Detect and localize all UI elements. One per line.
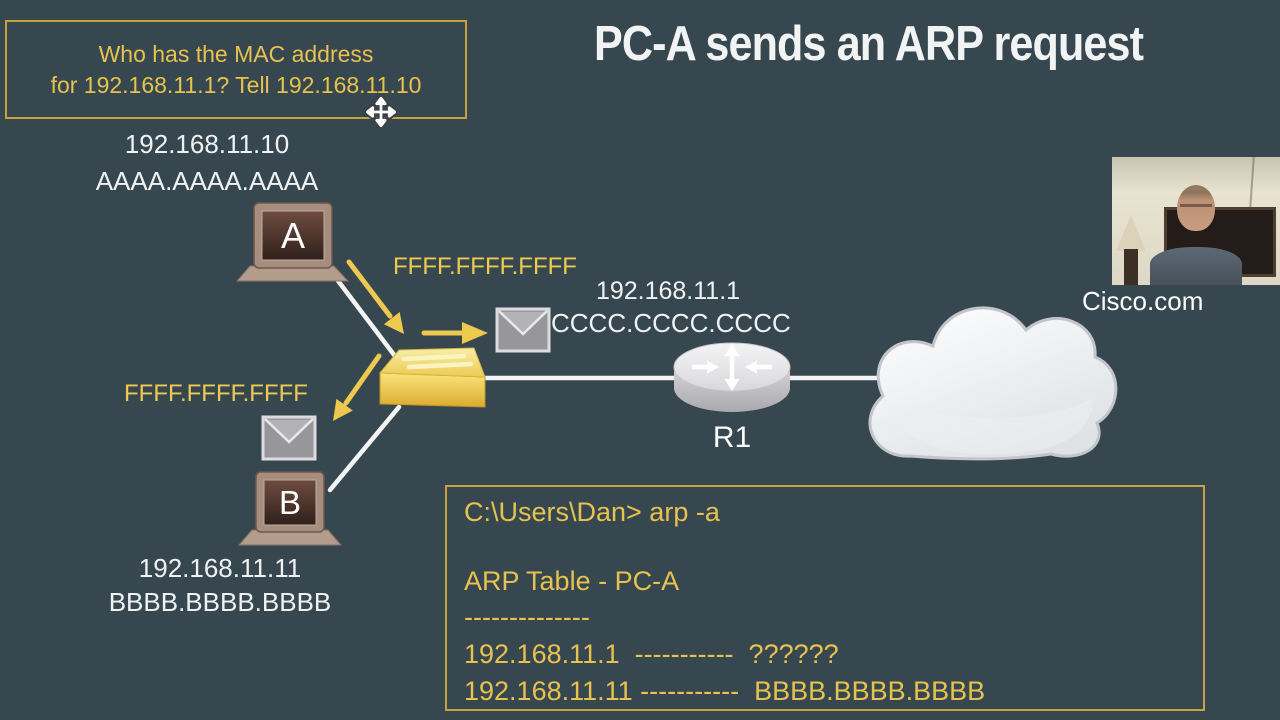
terminal-divider: -------------- xyxy=(464,602,590,632)
presenter-glasses xyxy=(1180,204,1212,214)
router-ip: 192.168.11.1 xyxy=(595,277,741,305)
terminal-row-1: 192.168.11.1 ----------- ?????? xyxy=(464,639,839,669)
switch-detail xyxy=(401,353,474,370)
broadcast-mac-left: FFFF.FFFF.FFFF xyxy=(124,380,308,407)
move-cursor-icon xyxy=(366,97,396,127)
pc-b-mac: BBBB.BBBB.BBBB xyxy=(108,587,332,617)
switch-icon xyxy=(378,347,486,408)
router-name: R1 xyxy=(712,421,752,454)
arrow-right-icon xyxy=(421,322,488,344)
router-arrows xyxy=(692,344,772,391)
router-mac: CCCC.CCCC.CCCC xyxy=(551,308,791,338)
arp-request-callout[interactable]: Who has the MAC address for 192.168.11.1… xyxy=(5,20,467,119)
pc-a-mac: AAAA.AAAA.AAAA xyxy=(95,166,319,196)
broadcast-arrows xyxy=(333,259,488,421)
terminal-prompt: C:\Users\Dan> arp -a xyxy=(464,497,720,527)
arp-terminal-panel: C:\Users\Dan> arp -a ARP Table - PC-A --… xyxy=(445,485,1205,711)
pc-b-ip: 192.168.11.11 xyxy=(138,553,302,583)
envelope-icon xyxy=(495,307,551,353)
router-icon xyxy=(673,342,791,412)
callout-line1: Who has the MAC address xyxy=(98,40,374,67)
broadcast-mac-top: FFFF.FFFF.FFFF xyxy=(393,253,577,280)
pc-a-ip: 192.168.11.10 xyxy=(124,129,290,159)
presenter-face xyxy=(1177,185,1215,231)
pc-a-letter: A xyxy=(280,215,305,256)
cloud-icon xyxy=(868,306,1118,461)
link-switch-pcb xyxy=(327,404,402,493)
terminal-row-2: 192.168.11.11 ----------- BBBB.BBBB.BBBB xyxy=(464,676,986,706)
page-title: PC-A sends an ARP request xyxy=(594,17,1144,71)
webcam-video xyxy=(1112,157,1280,285)
lamp-icon xyxy=(1116,215,1146,251)
terminal-title: ARP Table - PC-A xyxy=(464,566,680,596)
envelope-icon xyxy=(261,415,317,461)
arrow-down-left-icon xyxy=(333,353,382,421)
webcam-caption: Cisco.com xyxy=(1082,286,1204,316)
pc-b-letter: B xyxy=(278,484,301,521)
presenter-body xyxy=(1150,247,1242,285)
link-pca-switch xyxy=(320,258,404,367)
callout-line2: for 192.168.11.1? Tell 192.168.11.10 xyxy=(50,71,422,98)
lamp-base xyxy=(1124,249,1138,285)
